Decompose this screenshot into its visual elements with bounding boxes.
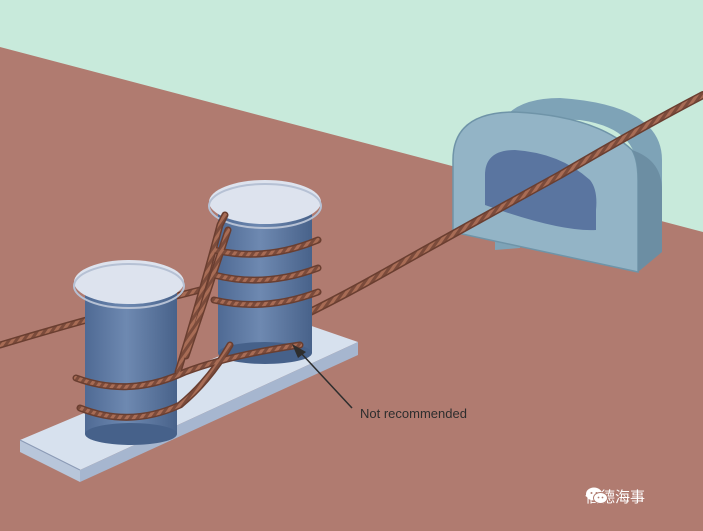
wechat-icon (586, 487, 608, 504)
rope-wraps (72, 211, 322, 421)
bollard-post-left (73, 260, 185, 445)
watermark: 信德海事 (585, 486, 645, 507)
callout-arrow (292, 344, 353, 409)
not-recommended-label: Not recommended (360, 406, 467, 421)
